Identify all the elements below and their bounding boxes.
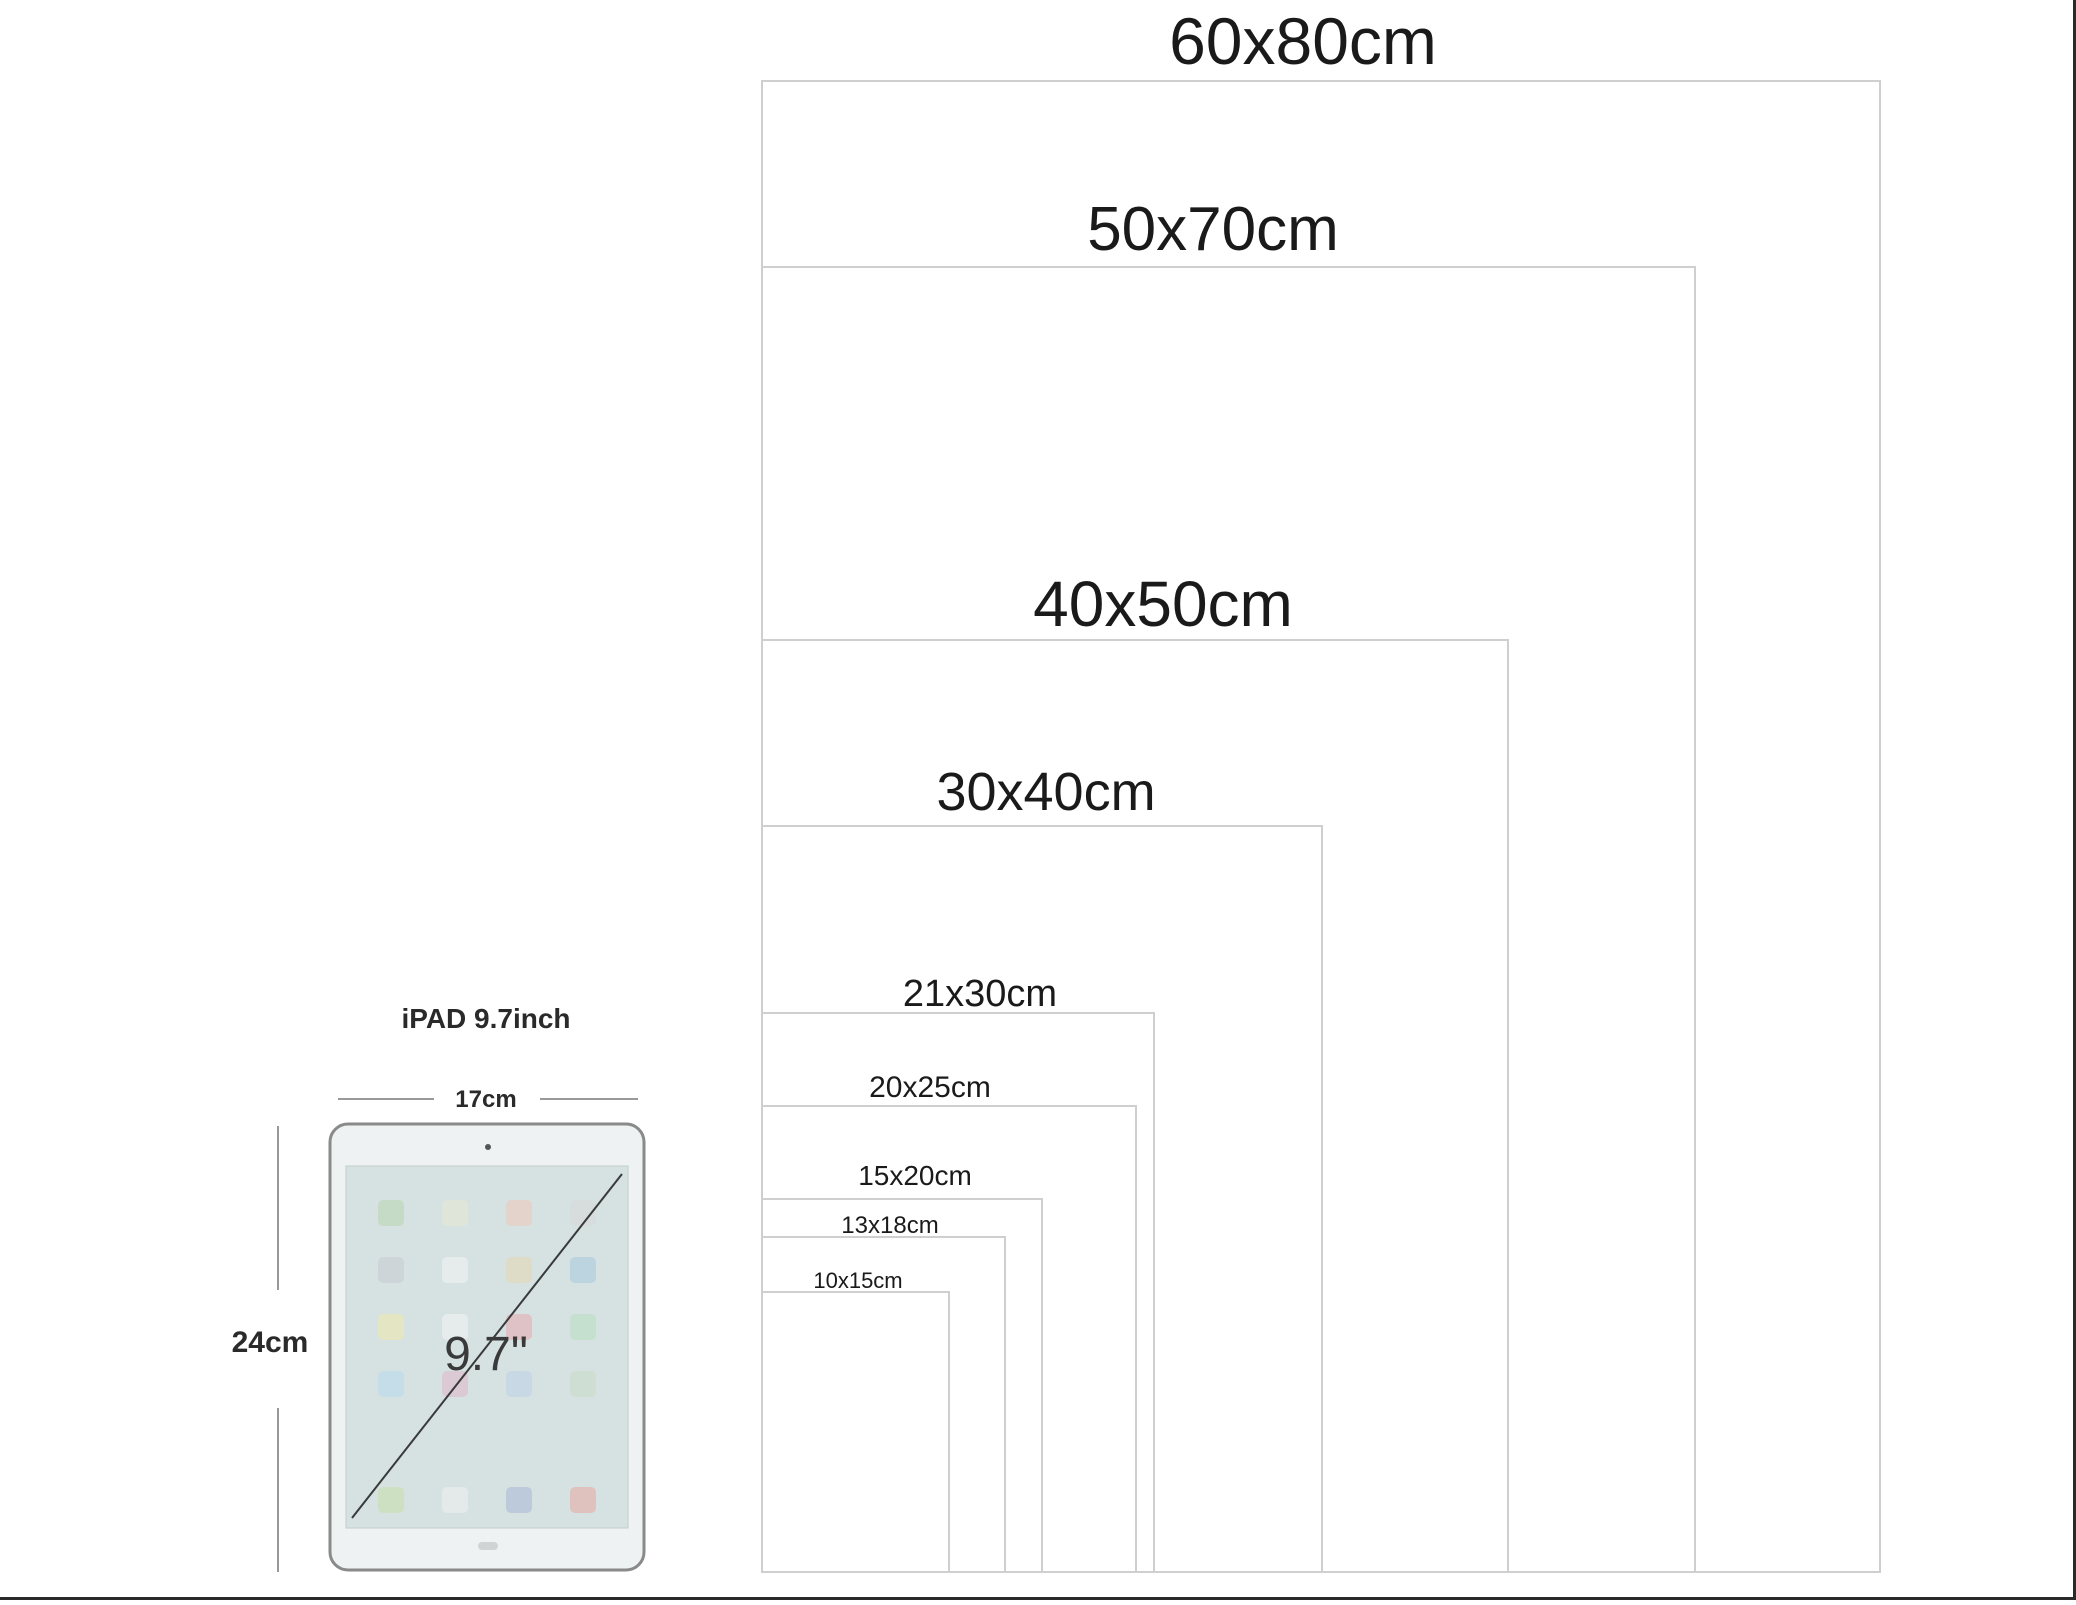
- ipad-diagonal-line: [351, 1173, 623, 1519]
- frame-10x15-label: 10x15cm: [813, 1268, 902, 1293]
- app-icon: [506, 1371, 532, 1397]
- ipad-home-indicator: [478, 1542, 498, 1550]
- bottom-edge-border: [0, 1597, 2076, 1600]
- app-icon: [442, 1314, 468, 1340]
- frame-15x20-label: 15x20cm: [858, 1160, 972, 1191]
- frame-50x70: 50x70cm: [761, 195, 1696, 1573]
- ipad-reference: iPAD 9.7inch 17cm 24cm: [232, 1003, 646, 1572]
- frame-21x30-label: 21x30cm: [903, 973, 1057, 1015]
- app-icon: [378, 1200, 404, 1226]
- app-icon: [570, 1371, 596, 1397]
- frame-10x15-outline: [761, 1291, 950, 1573]
- app-icon: [506, 1487, 532, 1513]
- frame-50x70-label: 50x70cm: [1087, 195, 1339, 264]
- app-icon: [442, 1487, 468, 1513]
- app-icon: [378, 1371, 404, 1397]
- ipad-title: iPAD 9.7inch: [401, 1003, 570, 1034]
- frame-30x40-label: 30x40cm: [936, 762, 1155, 822]
- frame-15x20-outline: [761, 1198, 1043, 1573]
- ipad-diagonal-label: 9.7": [444, 1328, 528, 1381]
- ipad-height-label: 24cm: [232, 1326, 309, 1359]
- ipad-camera: [485, 1144, 491, 1150]
- frame-50x70-outline: [761, 266, 1696, 1573]
- frame-20x25-label: 20x25cm: [869, 1071, 991, 1104]
- frame-60x80-label: 60x80cm: [1169, 4, 1437, 78]
- app-icon: [378, 1487, 404, 1513]
- app-icon: [506, 1257, 532, 1283]
- app-icon: [570, 1314, 596, 1340]
- app-icon: [442, 1257, 468, 1283]
- app-icon: [506, 1200, 532, 1226]
- frame-10x15: 10x15cm: [761, 1268, 950, 1573]
- app-icon: [442, 1200, 468, 1226]
- app-icon: [506, 1314, 532, 1340]
- frame-40x50-label: 40x50cm: [1033, 568, 1293, 640]
- right-edge-border: [2073, 0, 2076, 1600]
- app-icon: [570, 1487, 596, 1513]
- app-icon: [378, 1257, 404, 1283]
- frame-13x18: 13x18cm: [761, 1212, 1006, 1573]
- app-icon: [570, 1257, 596, 1283]
- app-icon: [570, 1200, 596, 1226]
- ipad-width-label: 17cm: [455, 1086, 516, 1113]
- ipad-app-icons: [378, 1200, 596, 1513]
- app-icon: [378, 1314, 404, 1340]
- frame-13x18-label: 13x18cm: [841, 1212, 938, 1239]
